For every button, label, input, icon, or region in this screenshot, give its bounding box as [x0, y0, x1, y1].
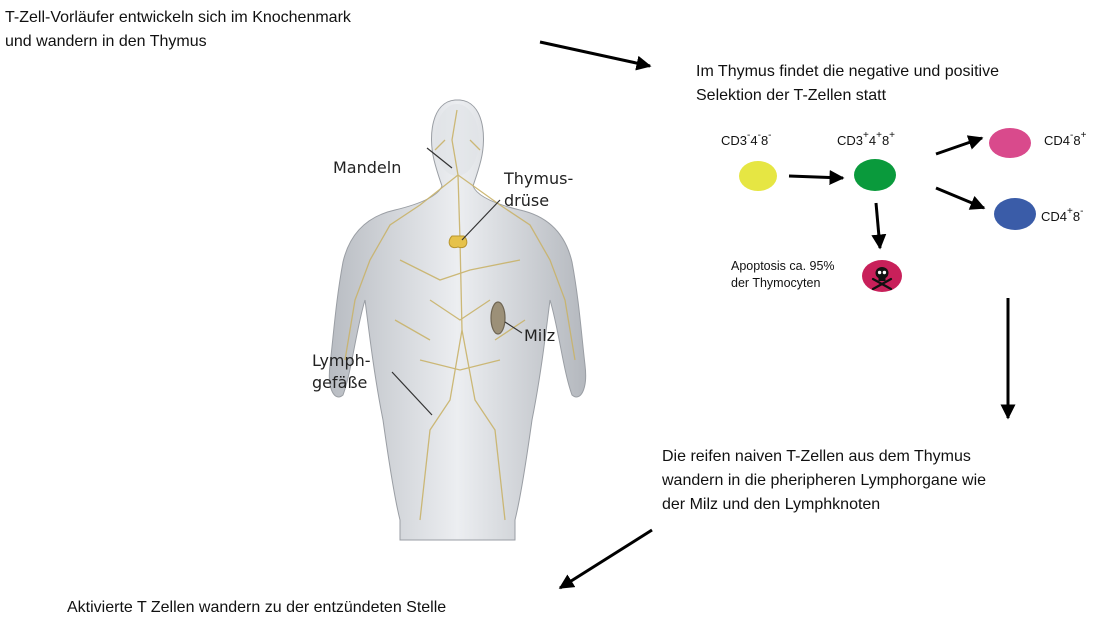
- arrow-to-cd4: [936, 188, 984, 208]
- head-shading: [435, 104, 479, 176]
- label-mandeln: Mandeln: [333, 157, 401, 179]
- thymocyte-cells: [739, 128, 1036, 292]
- arrow-to-cd8: [936, 138, 982, 154]
- arrow-triple-negative-to-double-positive: [789, 176, 843, 178]
- arrow-bone-marrow-to-thymus: [540, 42, 650, 66]
- spleen: [491, 302, 505, 334]
- cell-cd4: [994, 198, 1036, 230]
- flow-arrows: [540, 42, 1008, 588]
- label-lymphgefaesse: Lymph- gefäße: [312, 350, 371, 394]
- label-thymusdruese: Thymus- drüse: [504, 168, 573, 212]
- arrow-to-inflammation: [560, 530, 652, 588]
- cell-triple-negative: [739, 161, 777, 191]
- label-milz: Milz: [524, 325, 555, 347]
- cell-cd8: [989, 128, 1031, 158]
- cell-double-positive: [854, 159, 896, 191]
- arrow-to-apoptosis: [876, 203, 880, 248]
